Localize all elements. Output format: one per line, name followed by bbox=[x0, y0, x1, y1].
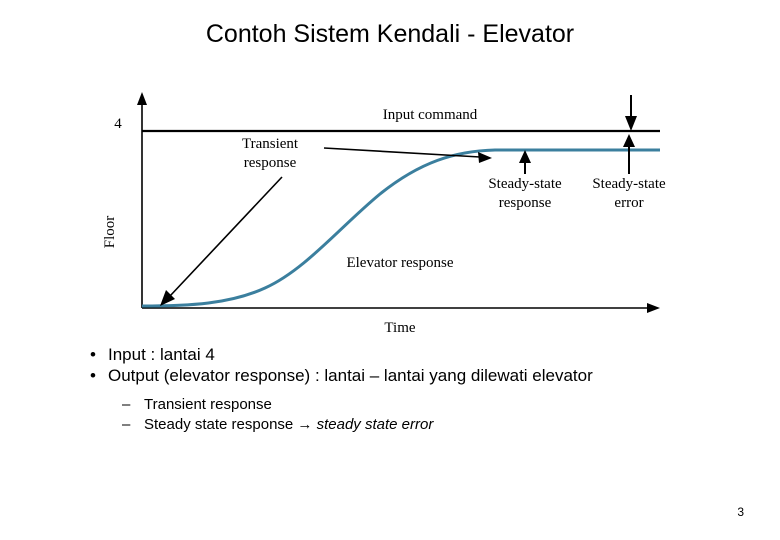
bullet-list: • Input : lantai 4 • Output (elevator re… bbox=[78, 344, 738, 435]
transient-response-label-line2: response bbox=[244, 155, 297, 171]
steady-state-error-arrow bbox=[623, 134, 635, 174]
sub-bullet-marker: – bbox=[122, 396, 131, 413]
input-command-label: Input command bbox=[383, 107, 478, 123]
y-axis-label: Floor bbox=[102, 216, 118, 249]
sub-bullet-text-italic: steady state error bbox=[316, 416, 434, 433]
sub-bullet-transient: – Transient response bbox=[122, 395, 738, 415]
steady-state-response-label-line2: response bbox=[499, 195, 552, 211]
elevator-response-figure: 4 Floor Time Input command Transient res… bbox=[100, 82, 680, 340]
sub-bullet-list: – Transient response – Steady state resp… bbox=[122, 395, 738, 435]
transient-response-arrow-right bbox=[323, 147, 492, 163]
steady-state-error-label-line2: error bbox=[614, 195, 643, 211]
sub-bullet-text: Steady state response → bbox=[144, 416, 317, 433]
bullet-marker: • bbox=[90, 366, 96, 385]
bullet-item-input: • Input : lantai 4 bbox=[78, 344, 738, 365]
sub-bullet-marker: – bbox=[122, 416, 131, 433]
transient-response-label: Transient bbox=[242, 136, 299, 152]
bullet-marker: • bbox=[90, 345, 96, 364]
sub-bullet-steady-state: – Steady state response → steady state e… bbox=[122, 415, 738, 435]
bullet-text: Input : lantai 4 bbox=[108, 345, 215, 364]
x-axis-label: Time bbox=[384, 320, 415, 336]
steady-state-error-label: Steady-state bbox=[592, 176, 666, 192]
steady-state-response-arrow bbox=[519, 150, 531, 174]
elevator-response-label: Elevator response bbox=[346, 255, 453, 271]
page-number: 3 bbox=[737, 505, 744, 519]
input-command-arrow bbox=[625, 95, 637, 131]
steady-state-response-label: Steady-state bbox=[488, 176, 562, 192]
y-tick-label: 4 bbox=[114, 116, 122, 132]
page-title: Contoh Sistem Kendali - Elevator bbox=[205, 20, 575, 48]
x-axis bbox=[142, 303, 660, 313]
bullet-item-output: • Output (elevator response) : lantai – … bbox=[78, 365, 738, 386]
sub-bullet-text: Transient response bbox=[144, 396, 272, 413]
elevator-response-curve bbox=[141, 148, 660, 308]
transient-response-arrow-left bbox=[160, 176, 283, 306]
y-axis bbox=[137, 92, 147, 308]
bullet-text: Output (elevator response) : lantai – la… bbox=[108, 366, 593, 385]
